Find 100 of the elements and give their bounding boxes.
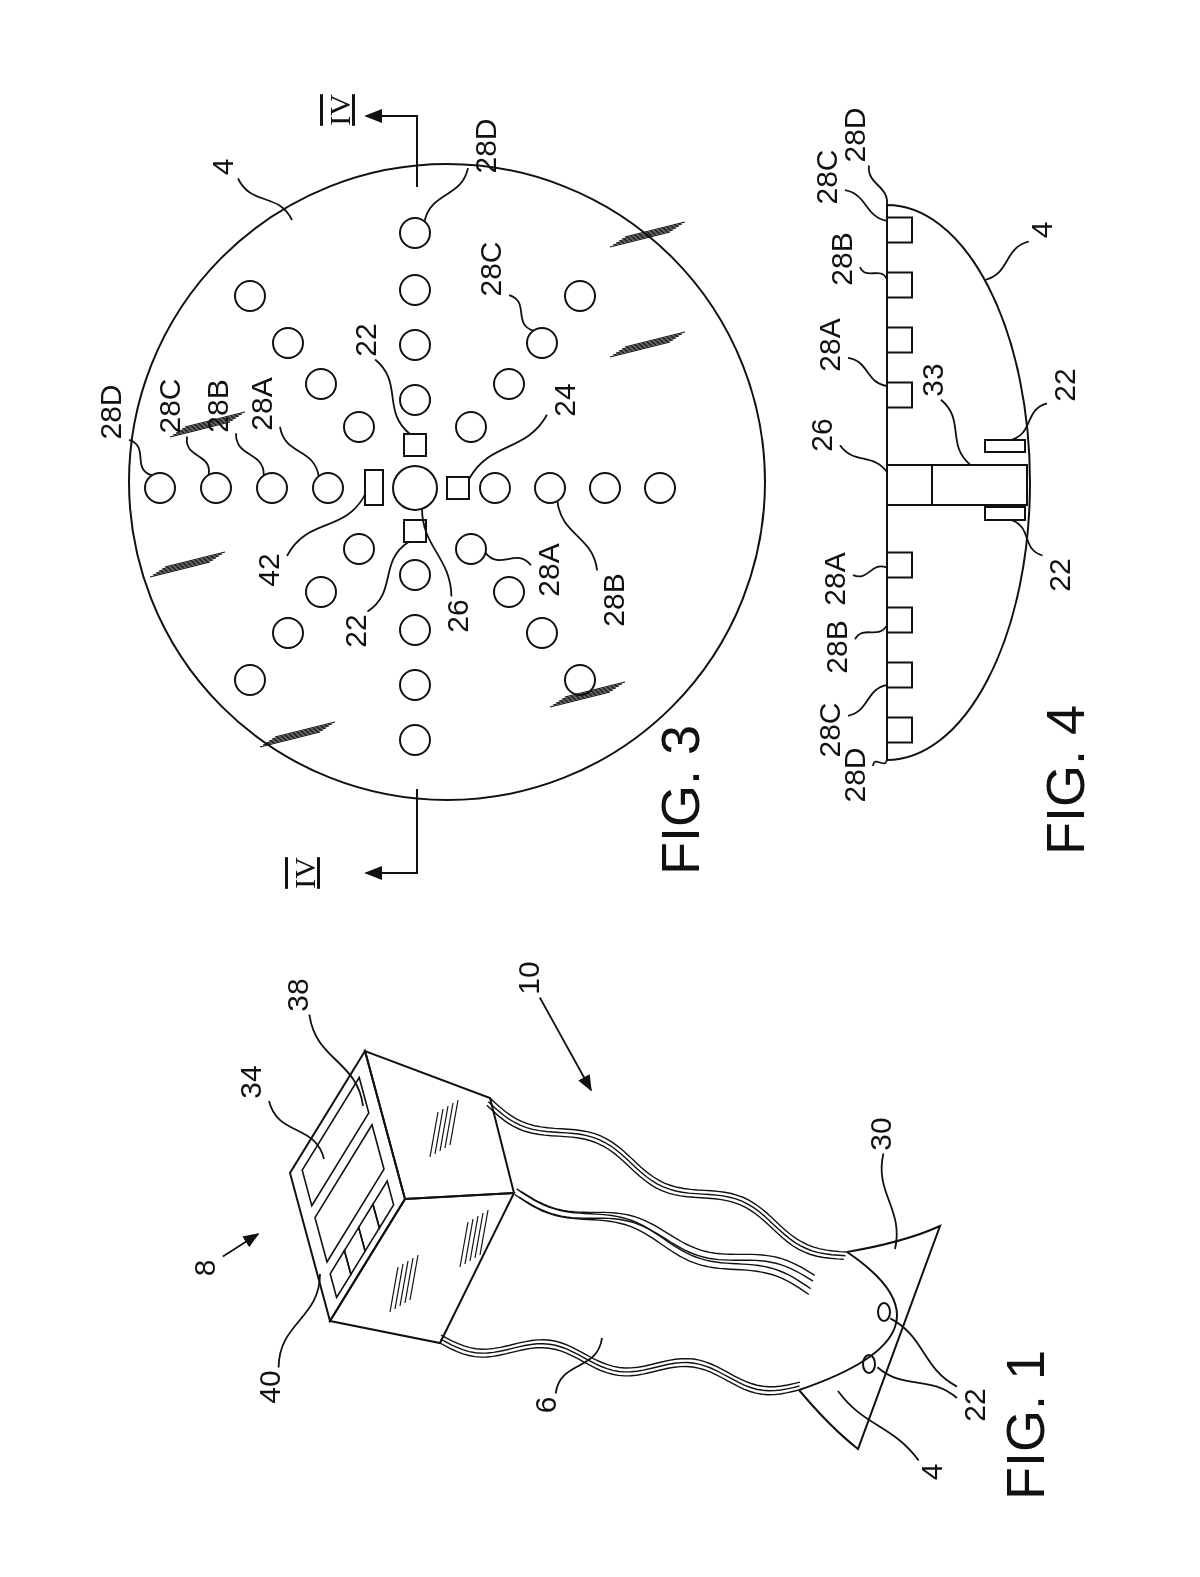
callout-number: 28B xyxy=(827,232,857,286)
stem xyxy=(931,464,1028,506)
callout-number: 28B xyxy=(822,620,852,674)
stem-head xyxy=(886,464,933,506)
callout-number: 28A xyxy=(815,318,845,372)
callout-number: 26 xyxy=(807,418,837,452)
leader-line xyxy=(984,240,1030,281)
leader-line xyxy=(128,439,153,477)
callout-number: 28C xyxy=(812,149,842,205)
leader-line xyxy=(308,1013,364,1107)
callout-number: 28A xyxy=(534,543,564,597)
leader-line xyxy=(940,398,972,466)
figure-label: FIG. 3 xyxy=(653,725,707,875)
hole xyxy=(144,472,176,504)
hole xyxy=(256,472,288,504)
callout-number: 28B xyxy=(203,379,233,433)
leader-line xyxy=(484,552,532,567)
leader-line xyxy=(508,294,535,332)
slot xyxy=(364,469,384,506)
callout-number: 26 xyxy=(443,599,473,633)
leader-line xyxy=(366,541,410,613)
callout-number: 22 xyxy=(1045,558,1075,592)
leader-line xyxy=(837,1390,920,1462)
leader-line xyxy=(844,189,888,222)
figure-label: FIG. 4 xyxy=(1038,705,1092,855)
callout-number: 22 xyxy=(351,323,381,357)
recess xyxy=(886,381,913,409)
leader-line xyxy=(872,758,888,767)
leader-line xyxy=(1010,402,1048,441)
callout-number: 4 xyxy=(1027,221,1057,239)
leader-line xyxy=(286,493,366,557)
square-opening xyxy=(403,433,427,457)
leader-line xyxy=(468,413,548,480)
callout-number: 22 xyxy=(960,1388,990,1422)
callout-number: 42 xyxy=(254,553,284,587)
leader-line xyxy=(847,684,888,717)
leader-line xyxy=(185,435,210,476)
callout-number: 28A xyxy=(820,552,850,606)
leader-line xyxy=(235,432,265,477)
callout-number: 28D xyxy=(471,118,501,174)
leader-line xyxy=(374,358,411,435)
hole xyxy=(399,217,431,249)
callout-number: 28C xyxy=(155,378,185,434)
leader-line xyxy=(421,508,453,598)
callout-number: 28A xyxy=(247,377,277,431)
callout-number: 28D xyxy=(96,384,126,440)
arrow xyxy=(222,1233,260,1258)
callout-number: 28C xyxy=(476,241,506,297)
hole xyxy=(534,472,566,504)
recess xyxy=(886,326,913,354)
hole xyxy=(312,472,344,504)
leader-line xyxy=(1009,519,1044,557)
leader-line xyxy=(876,1366,958,1399)
callout-number: 30 xyxy=(866,1117,896,1151)
leader-line xyxy=(556,500,598,572)
pin xyxy=(984,506,1026,521)
leader-line xyxy=(268,1100,325,1160)
recess xyxy=(886,606,913,634)
callout-number: 33 xyxy=(915,363,949,397)
square-opening xyxy=(446,476,470,500)
recess xyxy=(886,716,913,744)
leader-line xyxy=(554,1337,603,1395)
leader-line xyxy=(859,266,888,281)
bump xyxy=(877,1302,891,1322)
center-hole xyxy=(392,465,438,511)
callout-number: 38 xyxy=(283,978,313,1012)
recess xyxy=(886,551,913,579)
leader-line xyxy=(880,1152,898,1250)
callout-number: 8 xyxy=(190,1259,220,1277)
hole xyxy=(200,472,232,504)
section-label: IV xyxy=(325,94,355,126)
leader-line xyxy=(889,1317,958,1388)
leader-line xyxy=(839,444,888,473)
figure-label: FIG. 1 xyxy=(998,1350,1052,1500)
arrow xyxy=(538,996,592,1092)
callout-number: 28D xyxy=(840,107,870,163)
hole xyxy=(526,327,558,359)
callout-number: 10 xyxy=(514,961,544,995)
callout-number: 40 xyxy=(255,1370,285,1404)
recess xyxy=(886,661,913,689)
leader-line xyxy=(868,164,888,206)
recess xyxy=(886,216,913,244)
leader-line xyxy=(854,624,888,641)
leader-line xyxy=(237,177,293,221)
section-label: IV xyxy=(290,857,320,889)
leader-line xyxy=(847,357,888,387)
leader-line xyxy=(279,426,320,478)
callout-number: 6 xyxy=(531,1396,561,1414)
callout-number: 34 xyxy=(236,1065,266,1099)
callout-number: 4 xyxy=(208,158,238,176)
leader-line xyxy=(852,565,888,578)
pin xyxy=(984,439,1026,453)
hole xyxy=(455,533,487,565)
square-opening xyxy=(403,519,427,543)
bump xyxy=(862,1354,876,1374)
leader-line xyxy=(423,167,469,223)
recess xyxy=(886,271,913,299)
leader-line xyxy=(277,1273,321,1369)
callout-number: 28B xyxy=(599,573,629,627)
callout-number: 24 xyxy=(550,383,580,417)
